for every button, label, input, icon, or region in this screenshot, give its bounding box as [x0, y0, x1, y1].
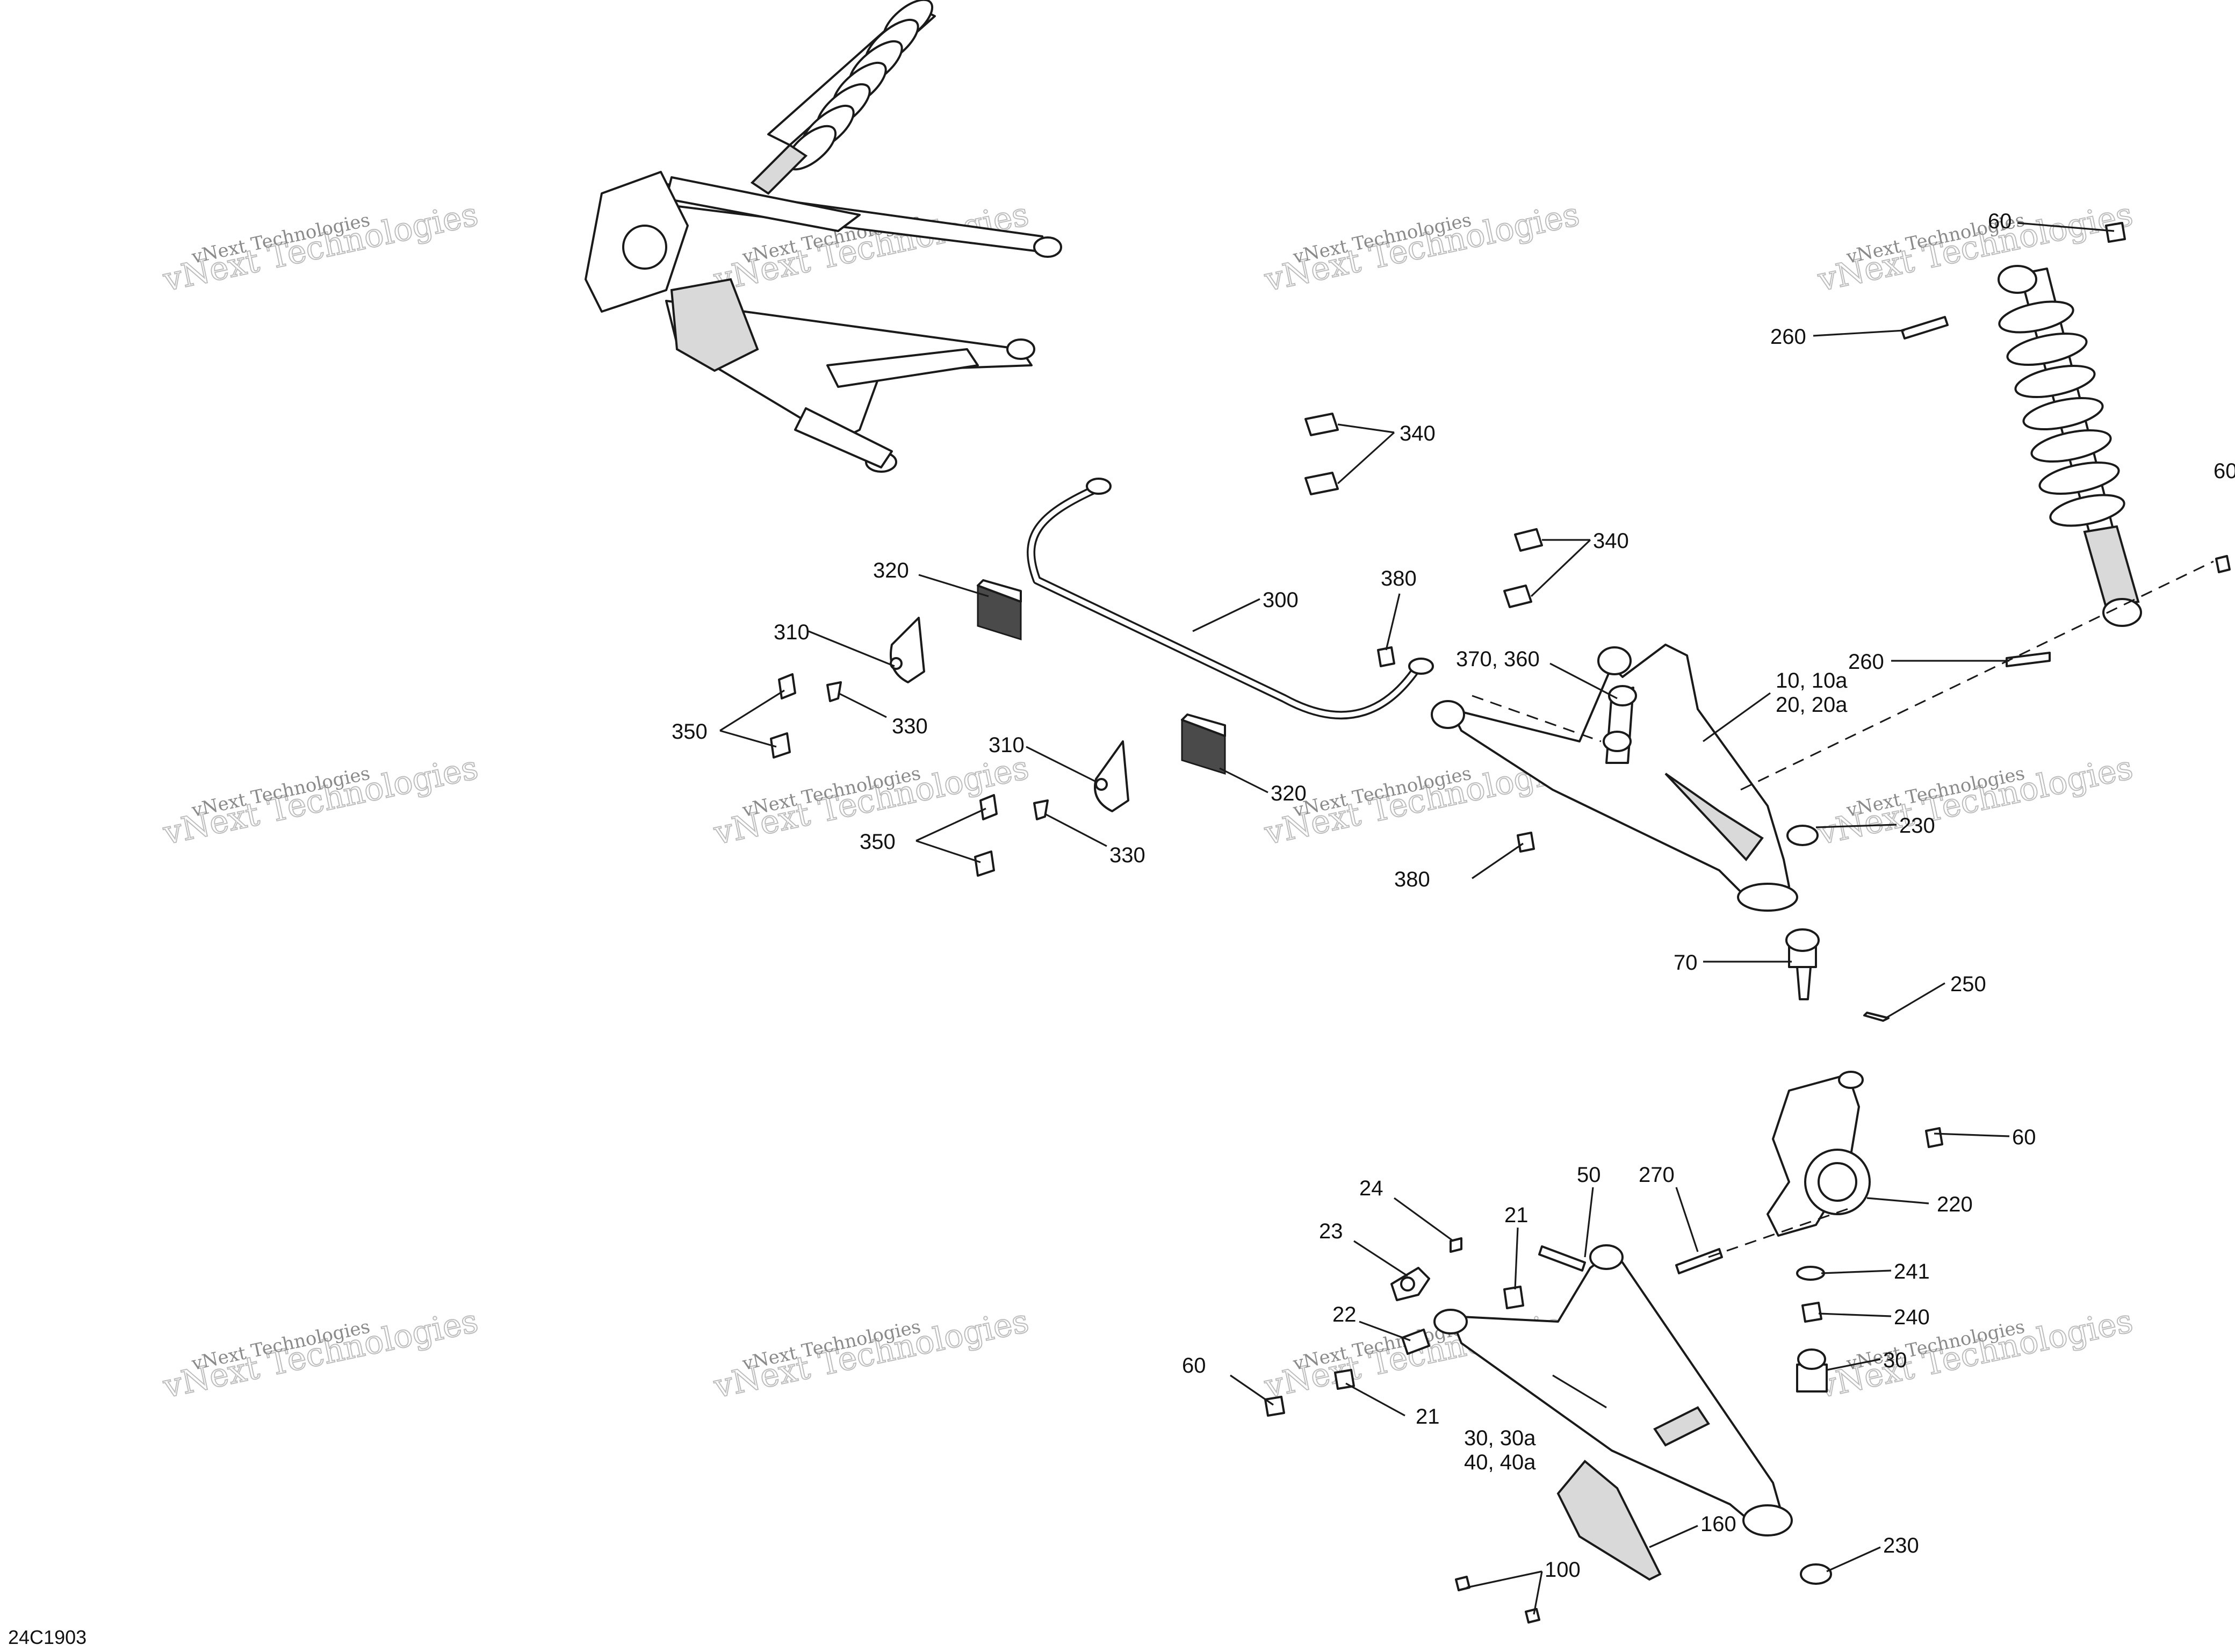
callout-250: 250: [1950, 972, 1986, 996]
callout-230: 230: [1883, 1534, 1919, 1557]
callout-60: 60: [2214, 459, 2235, 483]
callout-310: 310: [774, 621, 810, 644]
bushing-part: [1181, 713, 1226, 775]
callout-10-10a: 10, 10a: [1776, 669, 1848, 692]
knuckle-part: [1767, 1071, 1871, 1237]
callout-160: 160: [1700, 1512, 1736, 1536]
clip-part: [1450, 1237, 1462, 1253]
callout-370-360: 370, 360: [1456, 647, 1540, 671]
callout-270: 270: [1639, 1163, 1675, 1187]
callout-60: 60: [1182, 1354, 1206, 1377]
callout-241: 241: [1894, 1260, 1930, 1283]
plate-part: [1390, 1267, 1430, 1301]
bracket-part: [890, 617, 925, 683]
bolt-part: [1538, 1245, 1723, 1274]
ring-clip-part: [1786, 825, 1832, 1585]
callout-320: 320: [1271, 782, 1307, 805]
ball-joint-part: [1796, 1348, 1828, 1393]
nut-part: [1334, 1286, 1524, 1390]
sway-bar-part: [1027, 478, 1434, 720]
callout-320: 320: [873, 559, 909, 582]
cotter-pin-part: [1863, 1012, 1890, 1022]
callout-labels: 60 260 340 60 320 310 300 380 340 370, 3…: [672, 210, 2235, 1582]
callout-340: 340: [1400, 422, 1436, 445]
shock-absorber-part: [1998, 265, 2142, 627]
skid-plate-part: [1556, 1460, 1662, 1581]
bracket-part: [1094, 740, 1129, 812]
leader-lines: [719, 222, 2214, 1615]
nut-part: [1264, 222, 2231, 1417]
sleeve-part: [1401, 1329, 1430, 1355]
callout-230: 230: [1899, 814, 1935, 838]
bolt-part: [1304, 413, 1543, 608]
link-part: [1603, 685, 1637, 764]
ball-joint-part: [1785, 928, 1820, 1000]
upper-a-arm-part: [1431, 644, 1798, 912]
washer-part: [1796, 1266, 1825, 1281]
callout-21: 21: [1504, 1203, 1529, 1227]
lower-a-arm-part: [1433, 1244, 1793, 1536]
clip-part: [1455, 1576, 1540, 1624]
callout-240: 240: [1894, 1305, 1930, 1329]
nut-part: [770, 673, 998, 877]
overview-suspension-assembly: [585, 0, 1062, 473]
callout-24: 24: [1359, 1177, 1383, 1200]
callout-220: 220: [1937, 1193, 1973, 1216]
callout-310: 310: [989, 733, 1025, 757]
callout-20-20a: 20, 20a: [1776, 693, 1848, 717]
callout-350: 350: [672, 720, 708, 744]
callout-100: 100: [1545, 1558, 1581, 1582]
callout-23: 23: [1319, 1220, 1343, 1243]
callout-60: 60: [1988, 210, 2012, 233]
callout-30: 30: [1883, 1348, 1907, 1372]
callout-70: 70: [1674, 951, 1698, 975]
callout-30-30a: 30, 30a: [1464, 1426, 1536, 1450]
overview-coil-spring: [750, 0, 936, 195]
bolt-part: [1901, 316, 2051, 667]
callout-340: 340: [1593, 529, 1629, 553]
callout-50: 50: [1577, 1163, 1601, 1187]
nut-part: [1801, 1302, 1822, 1323]
screw-part: [826, 681, 1049, 820]
callout-260: 260: [1770, 325, 1806, 349]
callout-330: 330: [1109, 843, 1145, 867]
bushing-part: [977, 579, 1022, 641]
callout-350: 350: [860, 830, 896, 854]
callout-21: 21: [1416, 1405, 1440, 1429]
callout-330: 330: [892, 715, 928, 738]
callout-380: 380: [1394, 868, 1430, 891]
diagram-id: 24C1903: [8, 1626, 86, 1648]
callout-300: 300: [1263, 588, 1299, 612]
callout-22: 22: [1332, 1303, 1357, 1326]
callout-40-40a: 40, 40a: [1464, 1451, 1536, 1474]
callout-60: 60: [2012, 1126, 2036, 1149]
callout-260: 260: [1848, 650, 1884, 674]
callout-380: 380: [1381, 567, 1417, 590]
